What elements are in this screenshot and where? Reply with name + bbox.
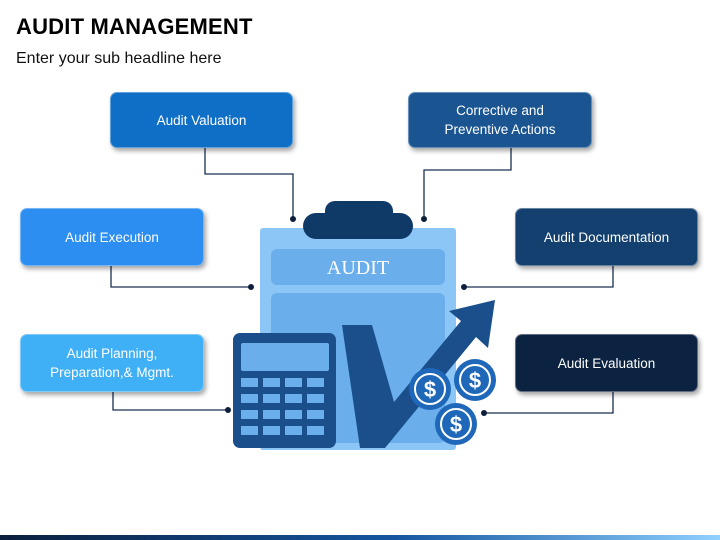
- audit-evaluation-box: Audit Evaluation: [515, 334, 698, 392]
- connector-lines: [110, 148, 614, 414]
- audit-documentation-box: Audit Documentation: [515, 208, 698, 266]
- audit-valuation-box: Audit Valuation: [110, 92, 293, 148]
- audit-planning-box: Audit Planning, Preparation,& Mgmt.: [20, 334, 204, 392]
- dollar-coin-icon: $: [454, 359, 496, 401]
- connector-audit-planning: [112, 392, 226, 411]
- coin-symbol: $: [424, 377, 436, 402]
- page-title: AUDIT MANAGEMENT: [16, 14, 253, 39]
- page-subtitle: Enter your sub headline here: [16, 50, 222, 67]
- connector-audit-execution: [110, 266, 249, 288]
- dollar-coin-icon: $: [435, 403, 477, 445]
- connector-audit-documentation: [466, 266, 614, 288]
- footer-bar: [0, 535, 720, 540]
- box-label: Corrective and Preventive Actions: [444, 103, 556, 137]
- box-label: Audit Evaluation: [557, 355, 656, 371]
- audit-execution-box: Audit Execution: [20, 208, 204, 266]
- box-label: Audit Execution: [65, 229, 159, 245]
- coin-symbol: $: [469, 368, 481, 393]
- coin-symbol: $: [450, 412, 462, 437]
- dollar-coin-icon: $: [409, 368, 451, 410]
- connector-corrective-actions: [423, 148, 512, 219]
- box-label: Audit Planning, Preparation,& Mgmt.: [50, 346, 174, 380]
- connector-audit-evaluation: [484, 392, 614, 414]
- connector-dots: [225, 216, 487, 416]
- box-label: Audit Valuation: [156, 112, 247, 128]
- corrective-preventive-actions-box: Corrective and Preventive Actions: [408, 92, 592, 148]
- connector-audit-valuation: [204, 148, 294, 219]
- clipboard-label: AUDIT: [327, 257, 389, 279]
- box-label: Audit Documentation: [543, 229, 670, 245]
- calculator-icon: [233, 333, 336, 448]
